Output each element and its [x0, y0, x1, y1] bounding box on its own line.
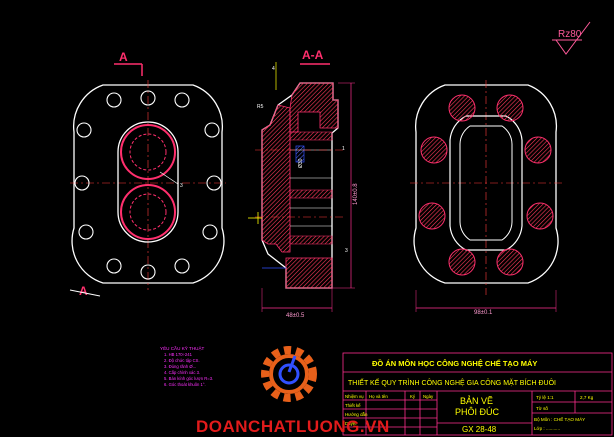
section-view: A-A 140±0.8 48±0.5 R5 4 1 Ø30 3: [248, 48, 359, 319]
dim-fillet: R5: [257, 104, 264, 110]
header-name: Họ và tên: [369, 394, 388, 399]
header-role: Nhiệm vụ: [345, 394, 364, 399]
technical-requirements: YÊU CẦU KỸ THUẬT 1. HB 170÷241 2. Độ chứ…: [160, 344, 213, 387]
left-note: 3: [180, 183, 183, 189]
drawing-name-2: PHÔI ĐÚC: [455, 407, 500, 417]
sheet: Tờ số: [536, 406, 548, 411]
role-approve: Duyệt: [345, 421, 357, 426]
tech-req-item: 6. Góc thoát khuôn 1°.: [164, 382, 206, 387]
dim-top: 4: [272, 66, 275, 72]
view-mark-top: A: [119, 50, 128, 64]
left-view: A 3 A: [69, 50, 226, 298]
tech-req-item: 1. HB 170÷241: [164, 352, 193, 357]
tech-req-title: YÊU CẦU KỸ THUẬT: [160, 344, 205, 351]
class: Lớp : ...........: [534, 426, 560, 431]
drawing-code: GX 28-48: [462, 425, 497, 434]
dim-wall: 3: [345, 248, 348, 254]
dim-step: 1: [342, 146, 345, 152]
tech-req-item: 4. Cấp chính xác 3.: [164, 370, 200, 375]
tech-req-item: 2. Độ chức tập CS.: [164, 358, 200, 363]
watermark-text: DOANCHATLUONG.VN: [196, 417, 390, 436]
subject-title: THIẾT KẾ QUY TRÌNH CÔNG NGHỆ GIA CÔNG MẶ…: [348, 377, 556, 387]
role-guide: Hướng dẫn: [345, 412, 368, 417]
dim-width-right: 98±0.1: [474, 310, 493, 316]
dim-height: 140±0.8: [353, 183, 359, 205]
department: Bộ Môn : CHẾ TẠO MÁY: [534, 416, 585, 422]
role-design: Thiết kế: [345, 403, 361, 408]
header-sign: Ký: [410, 394, 416, 399]
mass: 2,7 Kg: [580, 395, 594, 400]
header-date: Ngày: [423, 394, 434, 399]
project-title: ĐỒ ÁN MÔN HỌC CÔNG NGHỆ CHẾ TẠO MÁY: [372, 358, 537, 368]
dim-bore: Ø30: [298, 158, 304, 168]
tech-req-item: 3. Đúng rãnh Ø...: [164, 364, 196, 369]
watermark-gear-icon: [261, 346, 317, 402]
drawing-name-1: BẢN VẼ: [460, 395, 493, 406]
section-title: A-A: [302, 48, 324, 62]
left-bolt-holes: [74, 90, 222, 280]
title-block: [342, 352, 613, 436]
tech-req-item: 5. Bán kính góc lượn R=3.: [164, 376, 213, 381]
view-mark-bottom: A: [79, 284, 88, 298]
right-bolt-bosses: [418, 94, 554, 276]
scale: Tỷ lệ 1:1: [536, 394, 554, 400]
dim-width-left: 48±0.5: [286, 313, 305, 319]
right-view: Rz80 98±0.1: [410, 21, 591, 316]
roughness-symbol: Rz80: [558, 29, 582, 40]
